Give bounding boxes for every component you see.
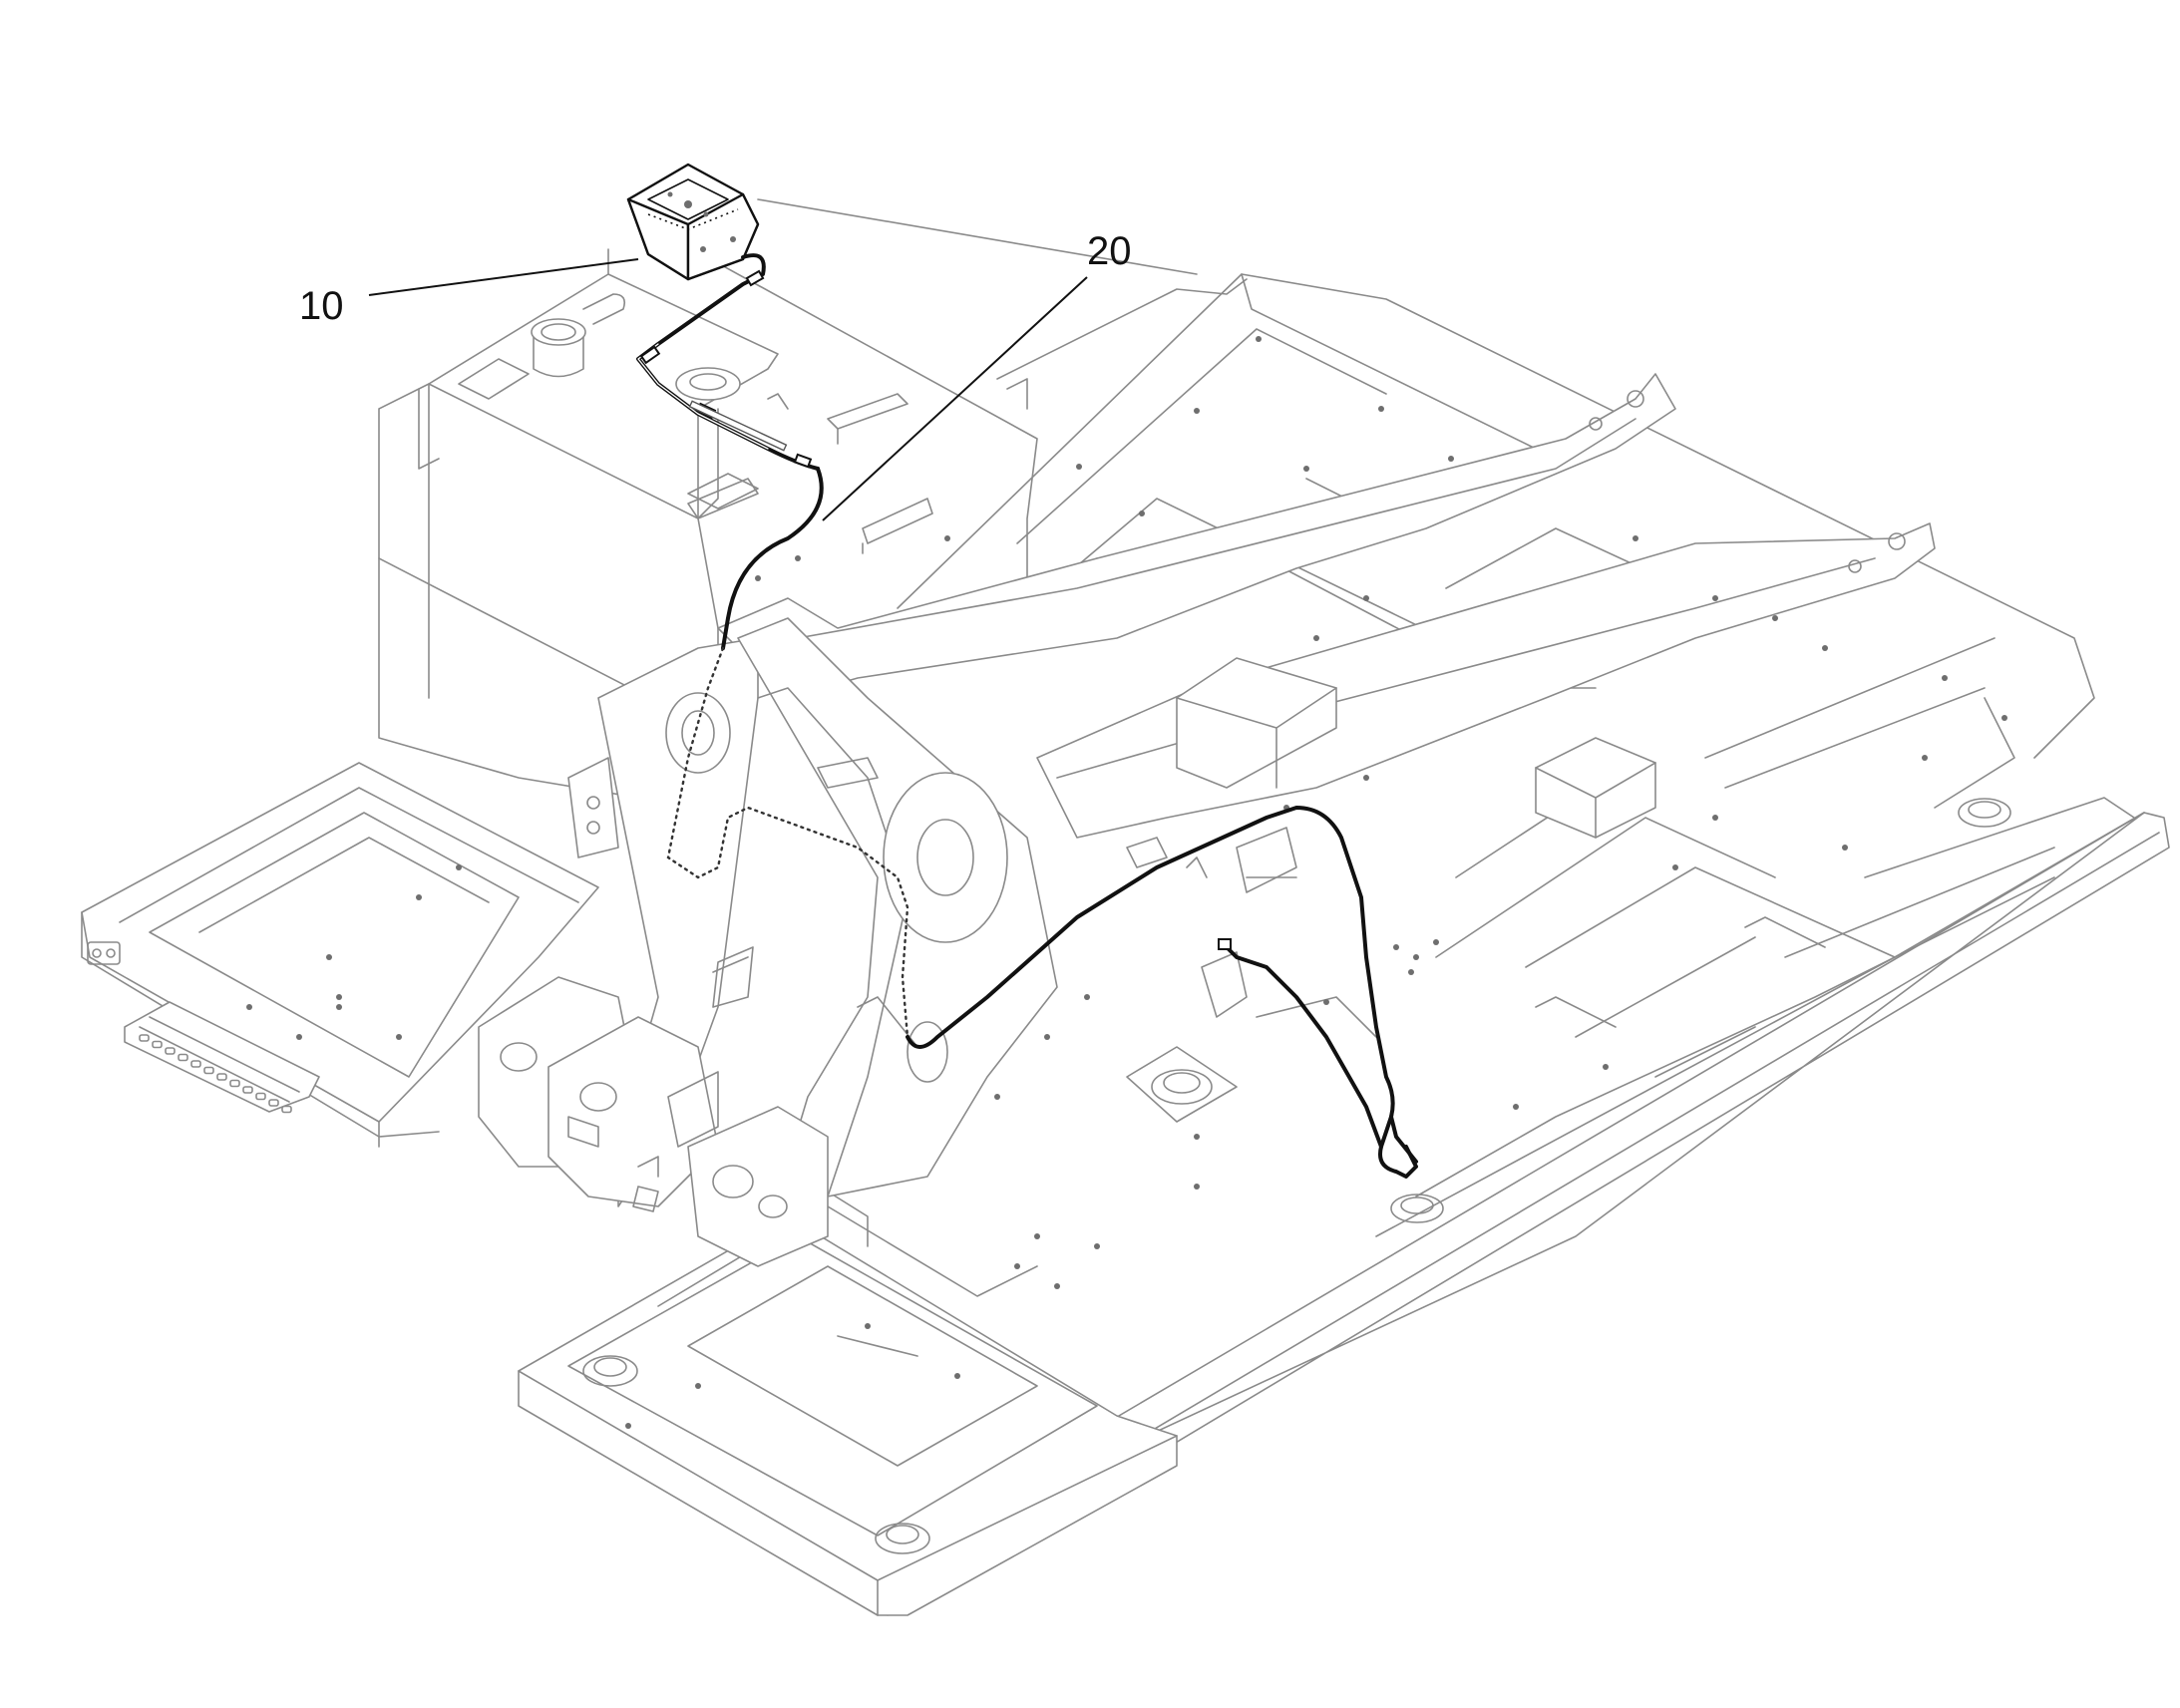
bolt-stud: [755, 575, 761, 581]
ladder-rung: [178, 1053, 188, 1062]
bolt-stud: [1513, 1104, 1519, 1110]
bolt-stud: [1194, 1134, 1200, 1140]
bolt-stud: [1194, 408, 1200, 414]
bolt-stud: [1842, 845, 1848, 851]
ladder-rung: [242, 1086, 253, 1094]
bolt-stud: [1772, 615, 1778, 621]
bolt-stud: [1393, 944, 1399, 950]
ladder-rung: [216, 1073, 227, 1081]
bolt-stud: [1084, 994, 1090, 1000]
bolt-stud: [1076, 464, 1082, 470]
bolt-stud: [795, 555, 801, 561]
bolt-stud: [1433, 939, 1439, 945]
bolt-stud: [1822, 645, 1828, 651]
bolt-stud: [326, 954, 332, 960]
bolt-stud: [1408, 969, 1414, 975]
bolt-stud: [1363, 775, 1369, 781]
ladder-rung: [268, 1099, 279, 1107]
bolt-stud: [1633, 535, 1638, 541]
boom-foot: [597, 617, 1058, 1207]
bolt-stud: [994, 1094, 1000, 1100]
bolt-stud: [1603, 1064, 1609, 1070]
ladder-rung: [152, 1040, 163, 1049]
bolt-stud: [416, 894, 422, 900]
bolt-stud: [865, 1323, 871, 1329]
ladder-rung: [281, 1105, 292, 1114]
bolt-stud: [1044, 1034, 1050, 1040]
front-track-frame: [518, 1176, 1178, 1616]
bolt-stud: [1303, 466, 1309, 472]
bolt-stud: [1323, 999, 1329, 1005]
ladder-rung: [229, 1079, 240, 1088]
bolt-stud: [1363, 595, 1369, 601]
callout-10: 10: [299, 258, 639, 328]
bolt-stud: [1256, 336, 1262, 342]
boom-lower-forks: [478, 976, 829, 1267]
bolt-stud: [396, 1034, 402, 1040]
bolt-stud: [1313, 635, 1319, 641]
bolt-stud: [1712, 815, 1718, 821]
bolt-stud: [336, 1004, 342, 1010]
bolt-stud: [1094, 1243, 1100, 1249]
bolt-stud: [1448, 456, 1454, 462]
bolt-stud: [1054, 1283, 1060, 1289]
bolt-stud: [1942, 675, 1948, 681]
bolt-stud: [1378, 406, 1384, 412]
bolt-stud: [2001, 715, 2007, 721]
callout-20: 20: [822, 229, 1132, 521]
ladder-rung: [165, 1047, 176, 1055]
bolt-stud: [1712, 595, 1718, 601]
bolt-stud: [1413, 954, 1419, 960]
step-ladder: [124, 1001, 320, 1114]
bolt-stud: [246, 1004, 252, 1010]
part-10-box-assembly: [626, 163, 760, 281]
bolt-stud: [1014, 1263, 1020, 1269]
bolt-stud: [695, 1383, 701, 1389]
bolt-stud: [1672, 864, 1678, 870]
ladder-rung: [203, 1066, 214, 1075]
part-20-wiring-harness: [636, 253, 1418, 1179]
bolt-stud: [954, 1373, 960, 1379]
callout-20-label: 20: [1087, 229, 1132, 273]
counterweight-box: [1176, 657, 1656, 839]
bolt-stud: [296, 1034, 302, 1040]
bolt-stud: [456, 864, 462, 870]
ladder-rung: [139, 1034, 150, 1042]
bolt-stud: [1922, 755, 1928, 761]
bolt-stud: [1194, 1184, 1200, 1190]
callout-10-label: 10: [299, 284, 344, 328]
ladder-rung: [255, 1092, 266, 1101]
bolt-stud: [1139, 511, 1145, 516]
bolt-stud: [944, 535, 950, 541]
bolt-stud: [1034, 1233, 1040, 1239]
swing-area: [567, 757, 1377, 1038]
bolt-stud: [625, 1423, 631, 1429]
bolt-stud: [336, 994, 342, 1000]
ladder-rung: [190, 1060, 201, 1068]
left-track-frame: [81, 762, 599, 1148]
